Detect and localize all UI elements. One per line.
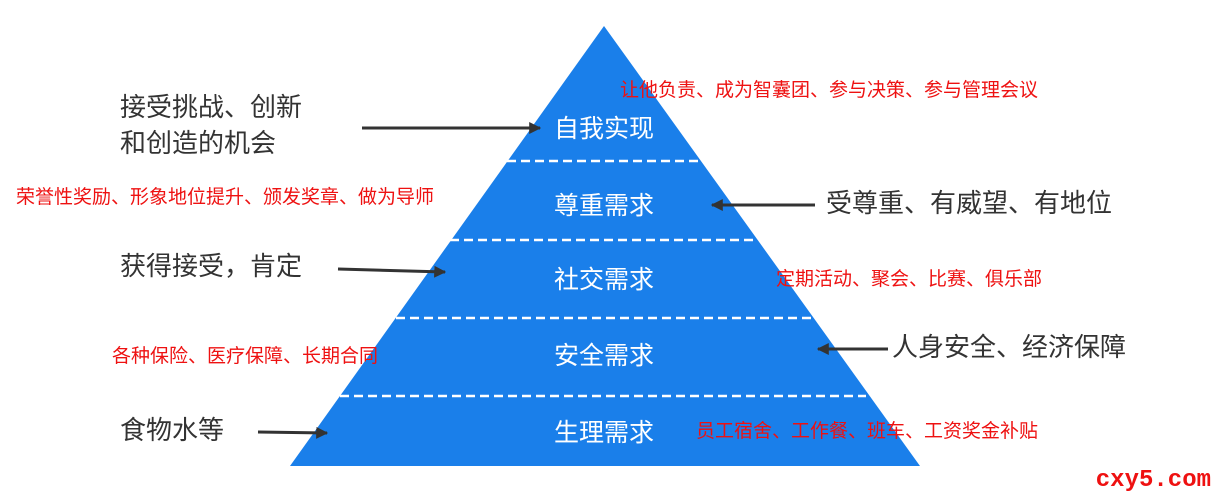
- annotation-self-actualization-left-line2: 和创造的机会: [120, 129, 277, 159]
- annotation-esteem-right: 受尊重、有威望、有地位: [826, 189, 1113, 219]
- level-esteem: 尊重需求: [553, 191, 655, 220]
- arrow-physiological: [257, 426, 329, 439]
- annotation-safety-right: 人身安全、经济保障: [892, 333, 1127, 363]
- annotation-physiological-right: 员工宿舍、工作餐、班车、工资奖金补贴: [696, 420, 1039, 442]
- annotation-self-actualization-left-line1: 接受挑战、创新: [120, 93, 303, 123]
- annotation-esteem-left: 荣誉性奖励、形象地位提升、颁发奖章、做为导师: [16, 186, 435, 208]
- annotation-self-actualization-right: 让他负责、成为智囊团、参与决策、参与管理会议: [620, 79, 1039, 101]
- level-safety: 安全需求: [553, 341, 655, 370]
- annotation-physiological-left: 食物水等: [120, 416, 225, 446]
- level-self-actualization: 自我实现: [553, 114, 655, 143]
- level-physiological: 生理需求: [553, 418, 655, 447]
- annotation-social-left: 获得接受，肯定: [120, 252, 303, 282]
- arrow-social: [337, 265, 447, 278]
- level-social: 社交需求: [553, 265, 655, 294]
- annotation-social-right: 定期活动、聚会、比赛、俱乐部: [776, 268, 1043, 290]
- pyramid-shape: [290, 26, 920, 466]
- watermark: cxy5.com: [1095, 467, 1211, 494]
- annotation-safety-left: 各种保险、医疗保障、长期合同: [112, 345, 379, 367]
